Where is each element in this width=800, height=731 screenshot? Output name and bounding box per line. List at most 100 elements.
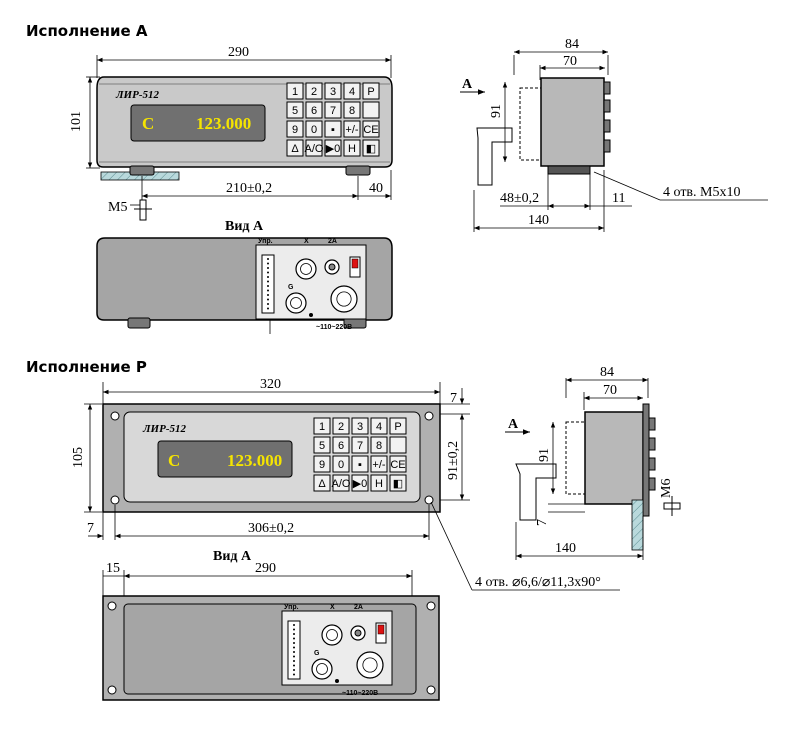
connector-label-x: X	[304, 238, 309, 245]
mount-holes-p	[110, 411, 434, 505]
keypad-key	[332, 417, 350, 435]
keypad-key	[351, 474, 369, 492]
dim-height-p: 105	[71, 403, 102, 513]
keypad-key	[313, 436, 331, 454]
keypad-key	[389, 417, 407, 435]
keypad-key	[332, 455, 350, 473]
keypad-key	[351, 455, 369, 473]
side-view-p: 84 70 91 A M6 7 140	[505, 365, 681, 560]
dim-margin-p: 7	[87, 521, 94, 536]
keypad-key-label: 0	[311, 124, 317, 136]
dim-side-height-a: 91	[489, 104, 504, 118]
keypad-key	[332, 474, 350, 492]
dim-width-a-label: 290	[228, 45, 249, 60]
dim-width-p-label: 320	[260, 377, 281, 392]
round-connector	[321, 624, 343, 646]
dim-bottom-p: 7 306±0,2	[87, 505, 430, 540]
dim-back-left-p: 15	[106, 561, 120, 576]
holes-a-label: 4 отв. M5x10	[663, 185, 741, 200]
keypad-key	[305, 139, 323, 157]
keypad-key	[305, 120, 323, 138]
dim-side-body-a: 70	[563, 54, 577, 69]
keypad-key-label: 0	[338, 459, 344, 471]
connector-label-ctrl: Упр.	[284, 604, 299, 611]
keypad-key-label: +/-	[372, 459, 385, 471]
dim-right-p: 7 91±0,2	[430, 388, 470, 501]
keypad-key-label: 8	[376, 440, 382, 452]
keypad-key	[313, 455, 331, 473]
dim-width-a: 290	[96, 45, 392, 78]
keypad-key-label: 4	[349, 86, 355, 98]
connector-label-g: G	[314, 650, 320, 657]
dim-side-depth-a: 140	[528, 213, 549, 228]
keypad-key-label: 5	[292, 105, 298, 117]
keypad-key	[389, 455, 407, 473]
keypad-key	[286, 120, 304, 138]
keypad-key	[362, 139, 380, 157]
dim-hole-span-v-p: 91±0,2	[446, 441, 461, 480]
keypad-key	[313, 417, 331, 435]
screw-m6-label: M6	[659, 479, 674, 498]
keypad-key-label: H	[375, 478, 383, 490]
dim-side-left-a: 48±0,2	[500, 191, 539, 206]
dim-hole-span-h-p: 306±0,2	[248, 521, 294, 536]
dim-side-bottom-p: 7	[535, 519, 550, 526]
keypad-key-label: ▪	[331, 124, 335, 136]
dim-side-body-p: 70	[603, 383, 617, 398]
keypad-key	[286, 101, 304, 119]
keypad-key-label: 1	[292, 86, 298, 98]
keypad-key	[332, 436, 350, 454]
keypad-key-label: H	[348, 143, 356, 155]
keypad-key-label: ◧	[393, 478, 403, 490]
keypad-key-label: CE	[363, 124, 378, 136]
variant-p-heading: Исполнение Р	[26, 358, 147, 376]
keypad-key-label: 3	[357, 421, 363, 433]
keypad-key	[324, 120, 342, 138]
keypad-key	[370, 417, 388, 435]
device-label-a: ЛИР-512	[115, 89, 159, 101]
connector-label-fuse: 2A	[354, 604, 363, 611]
keypad-key-label: 9	[292, 124, 298, 136]
arrow-a-label-p: A	[508, 417, 519, 432]
round-connector	[330, 285, 358, 313]
dim-side-depth-p: 140	[555, 541, 576, 556]
display-channel-p: C	[168, 451, 180, 470]
keypad-key-label: 4	[376, 421, 382, 433]
keypad-key-label: 8	[349, 105, 355, 117]
keypad-key	[343, 120, 361, 138]
dim-side-total-a: 84	[565, 37, 579, 52]
dim-height-a-label: 101	[69, 111, 84, 132]
keypad-key-label: 5	[319, 440, 325, 452]
keypad-key	[324, 82, 342, 100]
display-channel-a: C	[142, 114, 154, 133]
dim-mount-a-label: 210±0,2	[226, 181, 272, 196]
keypad-key-label: 7	[330, 105, 336, 117]
keypad-key	[370, 455, 388, 473]
keypad-key-label: Δ	[318, 478, 326, 490]
keypad-key	[389, 474, 407, 492]
device-label-p: ЛИР-512	[142, 423, 186, 435]
side-view-a: 84 70 91 A 48±0,2 11 140 4 отв. M5x10	[460, 37, 768, 232]
display-value-a: 123.000	[196, 114, 251, 133]
keypad-key	[370, 474, 388, 492]
dim-back-p: 15 290	[102, 561, 413, 604]
round-connector	[295, 258, 317, 280]
connector-label-x: X	[330, 604, 335, 611]
keypad-key	[305, 101, 323, 119]
view-a-title-p: Вид А	[213, 549, 252, 564]
dim-height-a: 101	[69, 76, 100, 169]
keypad-key	[343, 101, 361, 119]
keypad-key	[286, 82, 304, 100]
ground-icon	[335, 679, 339, 683]
keypad-key-label: ▶0	[353, 478, 368, 490]
keypad-key	[362, 120, 380, 138]
display-value-p: 123.000	[227, 451, 282, 470]
holes-p-leader: 4 отв. ⌀6,6/⌀11,3x90°	[430, 501, 620, 591]
sub-d-connector	[261, 254, 275, 314]
dim-side-total-p: 84	[600, 365, 614, 380]
